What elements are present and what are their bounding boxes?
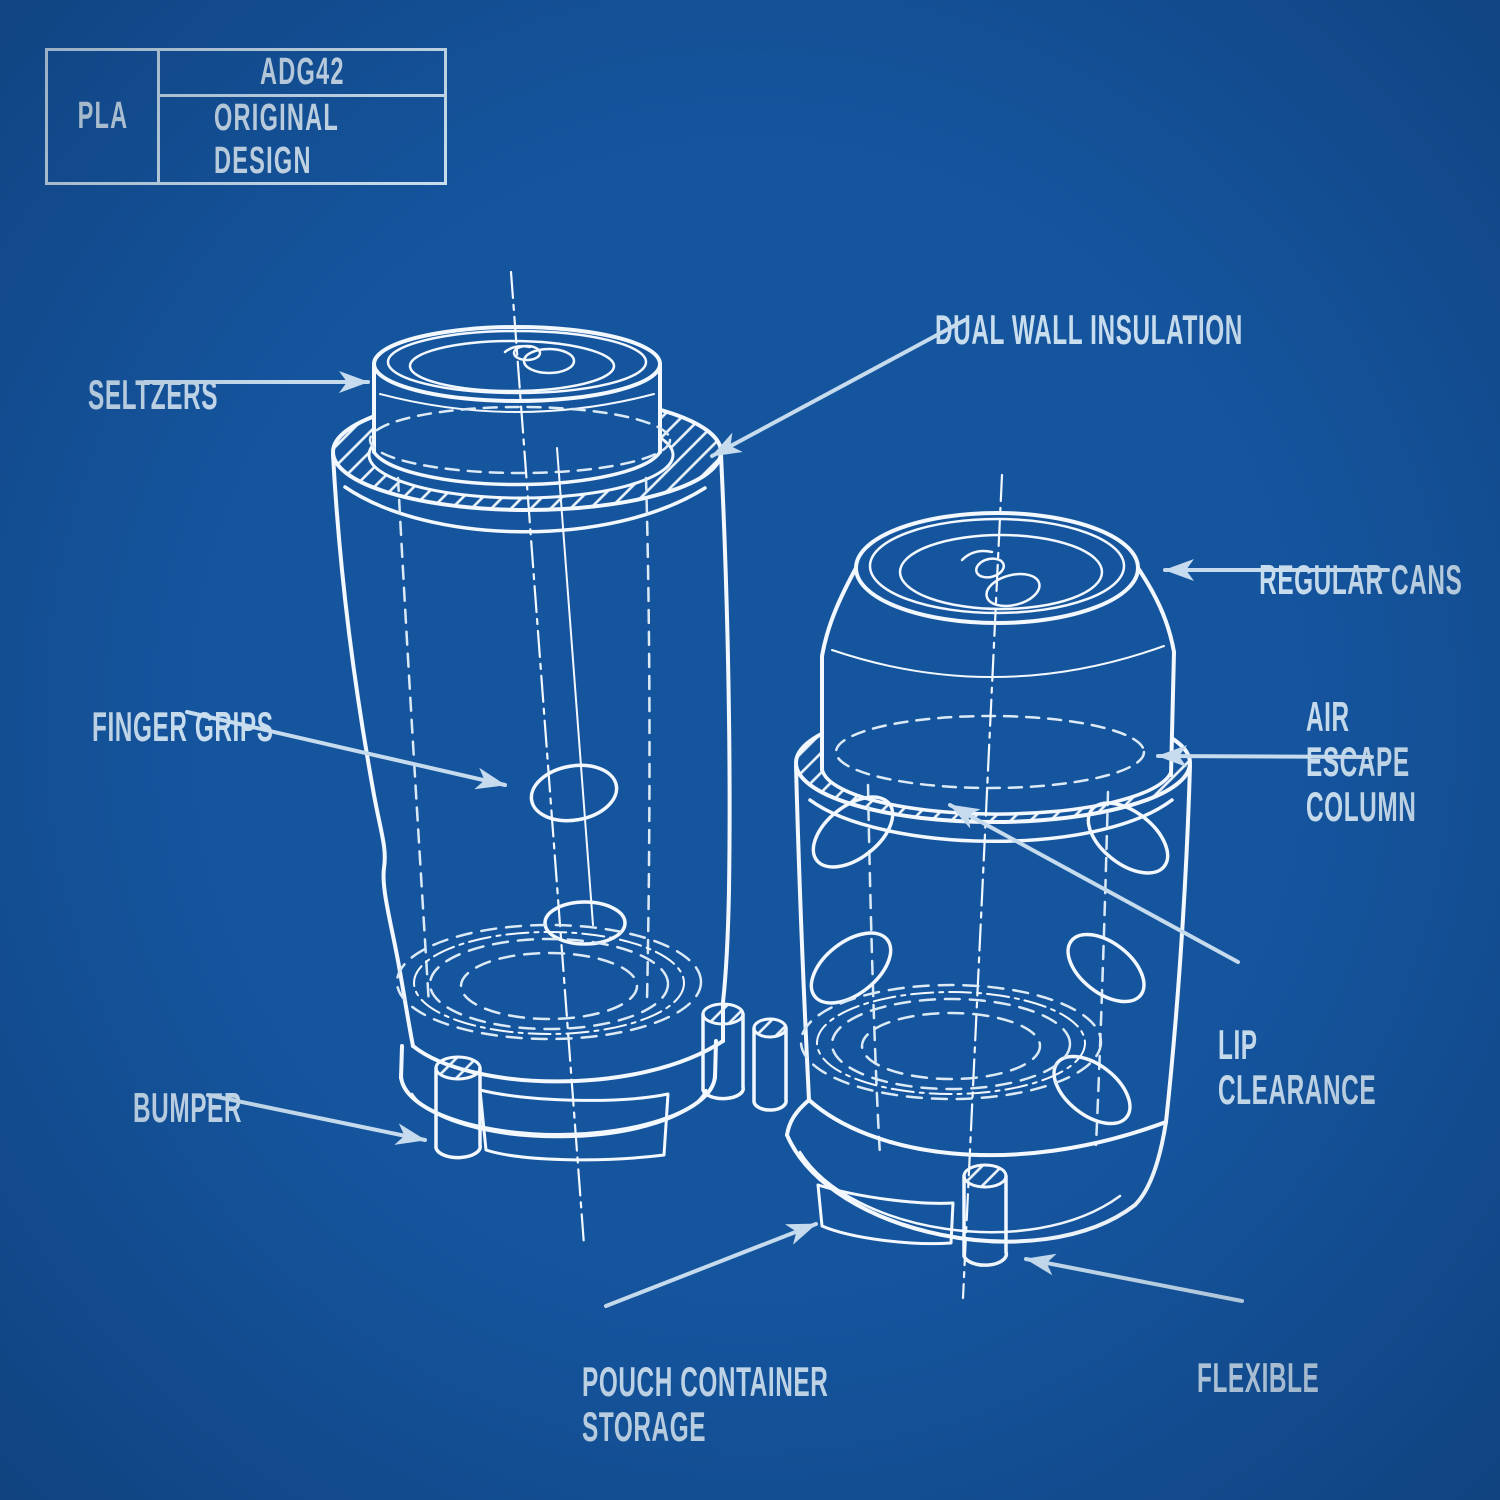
seltzer-koozie-drawing: [331, 270, 745, 1247]
arrow-pouch-container-storage: [604, 1222, 818, 1308]
regular-bumper-pegs: [752, 1017, 1009, 1267]
regular-can: [820, 511, 1176, 816]
title-block-design-cell: ORIGINAL DESIGN: [160, 97, 444, 183]
seltzer-finger-grip: [529, 763, 619, 823]
title-block-model-cell: ADG42: [160, 51, 444, 97]
title-block: PLA ADG42 ORIGINAL DESIGN: [45, 48, 447, 185]
design-label: ORIGINAL DESIGN: [213, 97, 339, 182]
label-regular-cans: REGULAR CANS: [1258, 556, 1462, 603]
label-flexible: FLEXIBLE: [1197, 1354, 1320, 1401]
seltzer-pouch-panel: [478, 1088, 670, 1162]
arrow-finger-grips: [185, 710, 507, 790]
label-bumper: BUMPER: [133, 1084, 243, 1131]
label-seltzers: SELTZERS: [88, 371, 219, 418]
regular-base: [785, 1098, 1168, 1246]
arrow-dual-wall-insulation: [710, 318, 967, 458]
label-finger-grips: FINGER GRIPS: [92, 703, 274, 750]
material-label: PLA: [77, 95, 128, 137]
annotation-arrows: [143, 318, 1390, 1308]
label-lip-clearance: LIP CLEARANCE: [1218, 1021, 1377, 1113]
regular-pouch-panel: [816, 1183, 955, 1246]
arrow-air-escape-column: [1156, 745, 1374, 768]
label-air-escape-column: AIR ESCAPE COLUMN: [1306, 693, 1417, 830]
regular-finger-grips: [809, 795, 1170, 1126]
regular-center-axis: [961, 473, 1004, 1300]
arrow-lip-clearance: [948, 803, 1240, 964]
seltzer-bumper-pegs: [434, 1002, 745, 1160]
arrow-flexible: [1024, 1253, 1244, 1303]
title-block-material-cell: PLA: [48, 51, 160, 182]
label-pouch-container-storage: POUCH CONTAINER STORAGE: [582, 1358, 829, 1450]
regular-can-tab: [960, 549, 1041, 608]
arrow-bumper: [206, 1093, 427, 1145]
seltzer-can-tab: [503, 344, 576, 375]
label-dual-wall-insulation: DUAL WALL INSULATION: [935, 306, 1243, 353]
model-label: ADG42: [259, 51, 345, 93]
regular-koozie-drawing: [752, 473, 1192, 1300]
